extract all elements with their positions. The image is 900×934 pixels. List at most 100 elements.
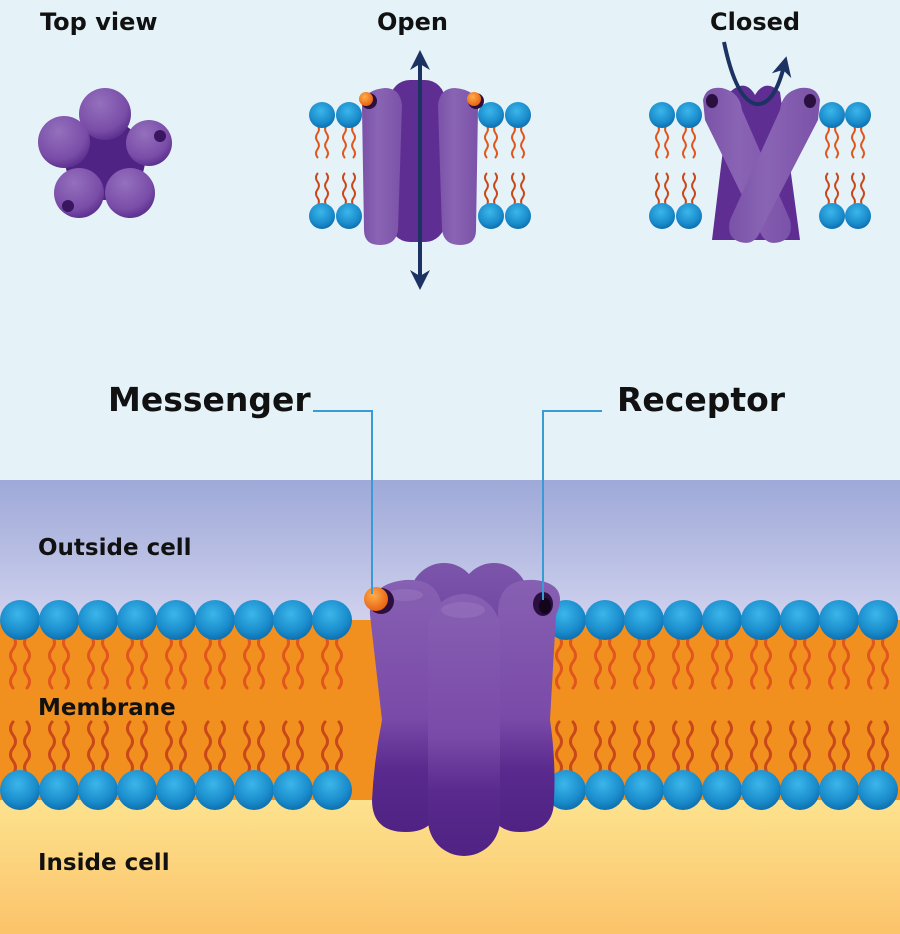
receptor-leader-line xyxy=(542,410,602,600)
lipid-tail xyxy=(647,634,655,690)
lipid-tail xyxy=(711,634,719,690)
lipid-head xyxy=(312,770,352,810)
lipid-tail xyxy=(691,124,697,159)
lipid-tail xyxy=(672,634,680,690)
lipid-tail xyxy=(764,720,772,776)
lipid-head xyxy=(819,203,845,229)
receptor-label: Receptor xyxy=(617,380,786,419)
lipid-head xyxy=(702,770,742,810)
lipid-head xyxy=(819,600,859,640)
lipid-head xyxy=(780,600,820,640)
lipid-head xyxy=(336,102,362,128)
lipid-tail xyxy=(87,634,95,690)
lipid-tail xyxy=(764,634,772,690)
lipid-head xyxy=(309,203,335,229)
lipid-head xyxy=(478,203,504,229)
lipid-tail xyxy=(62,720,70,776)
lipid-head xyxy=(195,600,235,640)
lipid-tail xyxy=(681,172,687,207)
lipid-head xyxy=(663,600,703,640)
lipid-tail xyxy=(243,634,251,690)
lipid-tail xyxy=(282,634,290,690)
membrane-lipid-tails xyxy=(9,634,889,776)
lipid-tail xyxy=(664,172,670,207)
closed-label: Closed xyxy=(710,8,801,36)
lipid-tail xyxy=(555,634,563,690)
lipid-tail xyxy=(664,124,670,159)
lipid-tail xyxy=(520,172,526,207)
lipid-head xyxy=(858,770,898,810)
lipid-head xyxy=(0,600,40,640)
lipid-tail xyxy=(860,124,866,159)
lipid-tail xyxy=(803,634,811,690)
lipid-tail xyxy=(520,124,526,159)
lipid-head xyxy=(0,770,40,810)
lipid-tail xyxy=(341,172,347,207)
lipid-head xyxy=(819,770,859,810)
lipid-tail xyxy=(850,124,856,159)
lipid-tail xyxy=(483,124,489,159)
lipid-tail xyxy=(165,634,173,690)
lipid-tail xyxy=(881,720,889,776)
lipid-tail xyxy=(493,124,499,159)
lipid-tail xyxy=(510,124,516,159)
open-state-channel xyxy=(359,50,484,290)
lipid-tail xyxy=(834,124,840,159)
lipid-head xyxy=(312,600,352,640)
lipid-head xyxy=(505,203,531,229)
lipid-tail xyxy=(672,720,680,776)
lipid-tail xyxy=(686,720,694,776)
lipid-head xyxy=(780,770,820,810)
lipid-head xyxy=(505,102,531,128)
lipid-tail xyxy=(321,634,329,690)
lipid-tail xyxy=(48,720,56,776)
closed-subunit-right xyxy=(729,87,820,243)
lipid-tail xyxy=(48,634,56,690)
open-state-lipids xyxy=(309,102,531,229)
lipid-tail xyxy=(867,720,875,776)
lipid-head xyxy=(156,600,196,640)
lipid-head xyxy=(663,770,703,810)
lipid-tail xyxy=(321,720,329,776)
lipid-tail xyxy=(828,720,836,776)
lipid-tail xyxy=(686,634,694,690)
lipid-tail xyxy=(179,720,187,776)
lipid-tail xyxy=(681,124,687,159)
lipid-tail xyxy=(324,124,330,159)
closed-state-lipids xyxy=(649,102,871,229)
lipid-head xyxy=(585,770,625,810)
lipid-tail xyxy=(633,720,641,776)
membrane-lipid-heads-outer xyxy=(0,600,898,640)
lipid-tail xyxy=(633,634,641,690)
lipid-head xyxy=(649,102,675,128)
lipid-tail xyxy=(126,634,134,690)
lipid-tail xyxy=(23,720,31,776)
lipid-tail xyxy=(324,172,330,207)
lipid-head xyxy=(676,102,702,128)
lipid-tail xyxy=(750,720,758,776)
open-messenger xyxy=(359,92,373,106)
lipid-tail xyxy=(257,720,265,776)
lipid-tail xyxy=(218,634,226,690)
lipid-tail xyxy=(483,172,489,207)
lipid-head xyxy=(858,600,898,640)
membrane-label: Membrane xyxy=(38,695,176,721)
membrane-lipid-heads-inner xyxy=(0,770,898,810)
lipid-tail xyxy=(608,634,616,690)
lipid-tail xyxy=(725,720,733,776)
closed-state-channel xyxy=(703,41,820,243)
lipid-head xyxy=(234,600,274,640)
lipid-tail xyxy=(296,720,304,776)
lipid-tail xyxy=(351,172,357,207)
lipid-head xyxy=(741,770,781,810)
lipid-head xyxy=(78,770,118,810)
lipid-tail xyxy=(165,720,173,776)
lipid-head xyxy=(234,770,274,810)
receptor-channel xyxy=(364,563,560,856)
lipid-tail xyxy=(101,720,109,776)
lipid-head xyxy=(195,770,235,810)
lipid-tail xyxy=(140,720,148,776)
lipid-tail xyxy=(789,634,797,690)
lipid-tail xyxy=(594,634,602,690)
lipid-tail xyxy=(296,634,304,690)
